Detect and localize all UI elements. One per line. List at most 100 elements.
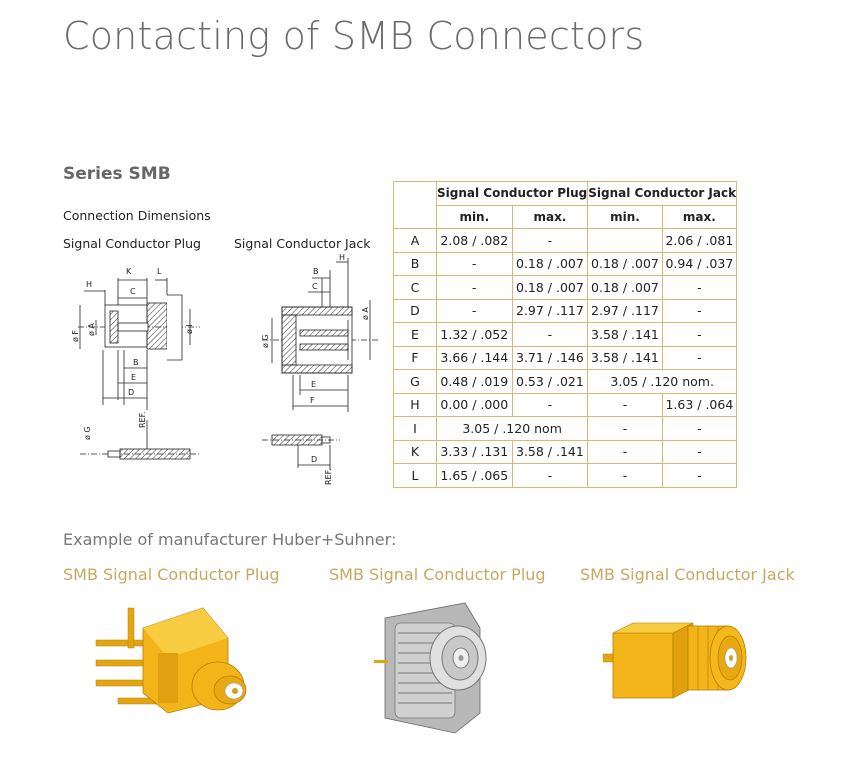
table-cell: 2.97 / .117	[511, 298, 589, 323]
table-cell: -	[587, 392, 663, 417]
product-label-2: SMB Signal Conductor Plug	[329, 565, 546, 584]
plug-dim-i: ø I	[185, 324, 194, 334]
table-cell: 0.53 / .021	[511, 369, 589, 394]
table-cell: 0.00 / .000	[436, 392, 513, 417]
table-cell: -	[511, 463, 589, 488]
table-cell-span: 3.05 / .120 nom.	[587, 369, 738, 394]
jack-dim-g: ø G	[261, 334, 270, 348]
connection-dimensions-label: Connection Dimensions	[63, 208, 211, 223]
plug-dim-h: H	[86, 280, 92, 289]
table-cell: 3.71 / .146	[511, 345, 589, 370]
table-cell	[587, 228, 663, 253]
jack-dim-h: H	[339, 253, 345, 262]
table-cell: -	[436, 251, 513, 276]
table-cell: 3.58 / .141	[587, 345, 663, 370]
sub-header-plug-max: max.	[511, 204, 589, 229]
table-row: C - 0.18 / .007 0.18 / .007 -	[393, 275, 738, 300]
table-cell: -	[436, 275, 513, 300]
jack-dim-a: ø A	[361, 307, 370, 320]
row-label: C	[393, 275, 437, 300]
row-label: K	[393, 439, 437, 464]
table-row: H 0.00 / .000 - - 1.63 / .064	[393, 392, 738, 417]
product-image-right-angle-plug	[95, 607, 247, 714]
table-row: L 1.65 / .065 - - -	[393, 463, 738, 488]
product-image-jack	[603, 622, 747, 699]
row-label: H	[393, 392, 437, 417]
row-label: B	[393, 251, 437, 276]
table-row: A 2.08 / .082 - 2.06 / .081	[393, 228, 738, 253]
product-label-1: SMB Signal Conductor Plug	[63, 565, 280, 584]
table-cell: -	[587, 416, 663, 441]
row-label: F	[393, 345, 437, 370]
jack-dim-d: D	[311, 455, 317, 464]
table-row: B - 0.18 / .007 0.18 / .007 0.94 / .037	[393, 251, 738, 276]
page-title: Contacting of SMB Connectors	[63, 14, 645, 58]
plug-dim-l: L	[157, 267, 162, 276]
table-row: I 3.05 / .120 nom - -	[393, 416, 738, 441]
dimension-drawings: H K L C B E D ø F ø A ø I REF. ø G	[71, 253, 380, 485]
table-row: D - 2.97 / .117 2.97 / .117 -	[393, 298, 738, 323]
sub-header-jack-max: max.	[661, 204, 738, 229]
plug-dim-k: K	[126, 267, 132, 276]
table-cell: -	[511, 392, 589, 417]
row-label: I	[393, 416, 437, 441]
product-label-3: SMB Signal Conductor Jack	[580, 565, 795, 584]
group-header-plug: Signal Conductor Plug	[435, 181, 589, 206]
jack-dim-b: B	[313, 267, 319, 276]
table-cell: 1.65 / .065	[436, 463, 513, 488]
table-cell: -	[661, 463, 738, 488]
table-cell: 0.18 / .007	[511, 275, 589, 300]
row-label: G	[393, 369, 437, 394]
example-manufacturer-text: Example of manufacturer Huber+Suhner:	[63, 530, 397, 549]
table-row: K 3.33 / .131 3.58 / .141 - -	[393, 439, 738, 464]
table-cell: 2.08 / .082	[436, 228, 513, 253]
row-label: E	[393, 322, 437, 347]
jack-dim-e: E	[311, 380, 316, 389]
table-cell: 3.58 / .141	[587, 322, 663, 347]
group-header-jack: Signal Conductor Jack	[587, 181, 738, 206]
plug-dim-g: ø G	[83, 426, 92, 440]
product-image-bulkhead-plug	[374, 602, 487, 734]
plug-drawing	[78, 278, 200, 460]
table-cell: -	[511, 228, 589, 253]
table-cell: -	[511, 322, 589, 347]
table-cell: 0.18 / .007	[587, 251, 663, 276]
plug-drawing-label: Signal Conductor Plug	[63, 236, 201, 251]
plug-dim-e: E	[131, 373, 136, 382]
jack-ref: REF.	[324, 469, 333, 485]
sub-header-plug-min: min.	[436, 204, 513, 229]
table-cell: 3.33 / .131	[436, 439, 513, 464]
table-cell: -	[661, 298, 738, 323]
table-cell: 0.48 / .019	[436, 369, 513, 394]
table-sub-header-row: min. max. min. max.	[394, 204, 738, 229]
table-row: G 0.48 / .019 0.53 / .021 3.05 / .120 no…	[393, 369, 738, 394]
table-cell: -	[661, 345, 738, 370]
table-cell: -	[661, 275, 738, 300]
table-cell: -	[661, 322, 738, 347]
table-cell: -	[587, 463, 663, 488]
row-label: A	[393, 228, 437, 253]
table-cell: 0.18 / .007	[511, 251, 589, 276]
jack-dim-c: C	[312, 282, 318, 291]
table-cell: 3.58 / .141	[511, 439, 589, 464]
table-cell: -	[661, 416, 738, 441]
jack-drawing-label: Signal Conductor Jack	[234, 236, 371, 251]
table-cell: 2.06 / .081	[661, 228, 738, 253]
sub-header-jack-min: min.	[587, 204, 663, 229]
table-corner	[393, 181, 437, 229]
row-label: L	[393, 463, 437, 488]
table-cell: 2.97 / .117	[587, 298, 663, 323]
plug-dim-f: ø F	[71, 330, 80, 342]
table-cell: 1.63 / .064	[661, 392, 738, 417]
dimensions-table: Signal Conductor Plug Signal Conductor J…	[393, 181, 738, 488]
row-label: D	[393, 298, 437, 323]
table-cell: 0.18 / .007	[587, 275, 663, 300]
plug-dim-b: B	[133, 358, 139, 367]
series-heading: Series SMB	[63, 164, 171, 184]
plug-dim-c: C	[130, 287, 136, 296]
table-group-header-row: Signal Conductor Plug Signal Conductor J…	[393, 181, 738, 229]
table-cell: 1.32 / .052	[436, 322, 513, 347]
table-cell: -	[661, 439, 738, 464]
table-cell: -	[436, 298, 513, 323]
table-cell: 3.66 / .144	[436, 345, 513, 370]
